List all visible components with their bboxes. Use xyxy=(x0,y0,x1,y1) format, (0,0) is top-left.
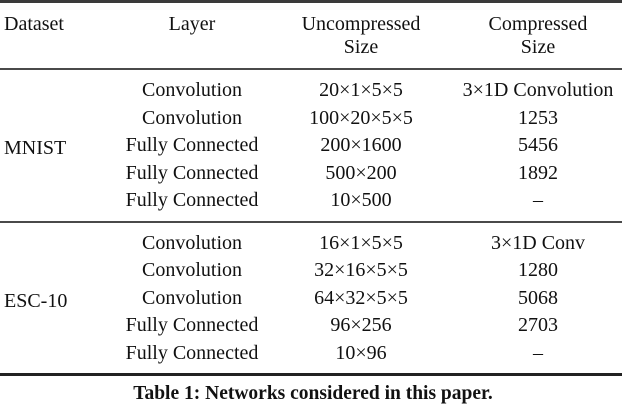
cell-layer: Fully Connected xyxy=(125,134,259,156)
cell-uncompressed-size: 64×32×5×5 xyxy=(314,286,408,309)
cell-compressed-size: 3×1D Conv xyxy=(490,231,586,254)
table-row: Convolution 64×32×5×5 5068 xyxy=(0,285,622,313)
column-header-uncompressed-size-line-2: Size xyxy=(343,36,379,58)
cell-layer: Convolution xyxy=(141,106,242,129)
table-footer: Table 1: Networks considered in this pap… xyxy=(0,374,622,407)
cell-uncompressed-size: 96×256 xyxy=(330,314,392,336)
cell-uncompressed-size: 100×20×5×5 xyxy=(309,106,413,129)
table-row: ESC-10 Convolution 16×1×5×5 3×1D Conv xyxy=(0,221,622,312)
table-row: Fully Connected 200×1600 5456 xyxy=(0,132,622,160)
column-header-dataset-line-1: Dataset xyxy=(4,13,64,35)
table-header-row: Dataset Layer Uncompressed Size xyxy=(0,1,622,70)
table-row: Fully Connected 10×96 – xyxy=(0,340,622,375)
cell-compressed-size: 1253 xyxy=(518,106,558,129)
cell-layer: Convolution xyxy=(141,286,242,309)
table-row: MNIST Convolution 20×1×5×5 3×1D Convolut… xyxy=(0,69,622,159)
cell-uncompressed-size: 32×16×5×5 xyxy=(314,259,408,281)
cell-layer: Convolution xyxy=(141,259,242,281)
table-caption-row: Table 1: Networks considered in this pap… xyxy=(0,374,622,407)
table-header: Dataset Layer Uncompressed Size xyxy=(0,1,622,70)
cell-uncompressed-size: 500×200 xyxy=(325,161,397,184)
cell-layer: Convolution xyxy=(141,79,242,101)
cell-uncompressed-size: 10×500 xyxy=(330,189,392,211)
cell-layer: Fully Connected xyxy=(125,161,259,184)
table-group-esc10: ESC-10 Convolution 16×1×5×5 3×1D Conv Co… xyxy=(0,221,622,375)
cell-compressed-size: 1892 xyxy=(518,161,558,184)
column-header-layer: Layer xyxy=(112,2,272,70)
column-header-layer-line-1: Layer xyxy=(168,13,216,35)
table-row: Convolution 100×20×5×5 1253 xyxy=(0,105,622,133)
cell-layer: Fully Connected xyxy=(125,314,259,336)
group-label-esc-10: ESC-10 xyxy=(4,289,68,312)
cell-uncompressed-size: 20×1×5×5 xyxy=(319,79,403,101)
table-row: Convolution 32×16×5×5 1280 xyxy=(0,257,622,285)
cell-compressed-size: 5456 xyxy=(518,134,558,156)
cell-compressed-size: 3×1D Convolution xyxy=(462,79,614,101)
cell-layer: Convolution xyxy=(141,231,242,254)
cell-uncompressed-size: 16×1×5×5 xyxy=(319,231,403,254)
column-header-uncompressed-size-line-1: Uncompressed xyxy=(301,13,421,35)
column-header-compressed-size: Compressed Size xyxy=(450,2,622,70)
column-header-compressed-size-line-1: Compressed xyxy=(488,13,588,35)
table-caption: Table 1: Networks considered in this pap… xyxy=(133,383,493,404)
column-header-uncompressed-size: Uncompressed Size xyxy=(272,2,450,70)
table-row: Fully Connected 10×500 – xyxy=(0,187,622,222)
cell-uncompressed-size: 10×96 xyxy=(335,341,387,364)
cell-uncompressed-size: 200×1600 xyxy=(320,134,402,156)
cell-compressed-size: 5068 xyxy=(518,286,558,309)
cell-compressed-size: 2703 xyxy=(518,314,558,336)
cell-compressed-size: – xyxy=(533,189,543,211)
table-row: Fully Connected 96×256 2703 xyxy=(0,312,622,340)
cell-compressed-size: 1280 xyxy=(518,259,558,281)
table-row: Fully Connected 500×200 1892 xyxy=(0,160,622,188)
group-label-mnist: MNIST xyxy=(4,137,67,159)
column-header-compressed-size-line-2: Size xyxy=(520,36,556,58)
cell-layer: Fully Connected xyxy=(125,341,259,364)
cell-compressed-size: – xyxy=(533,341,543,364)
column-header-dataset: Dataset xyxy=(0,2,112,70)
cell-layer: Fully Connected xyxy=(125,189,259,211)
table-group-mnist: MNIST Convolution 20×1×5×5 3×1D Convolut… xyxy=(0,69,622,222)
